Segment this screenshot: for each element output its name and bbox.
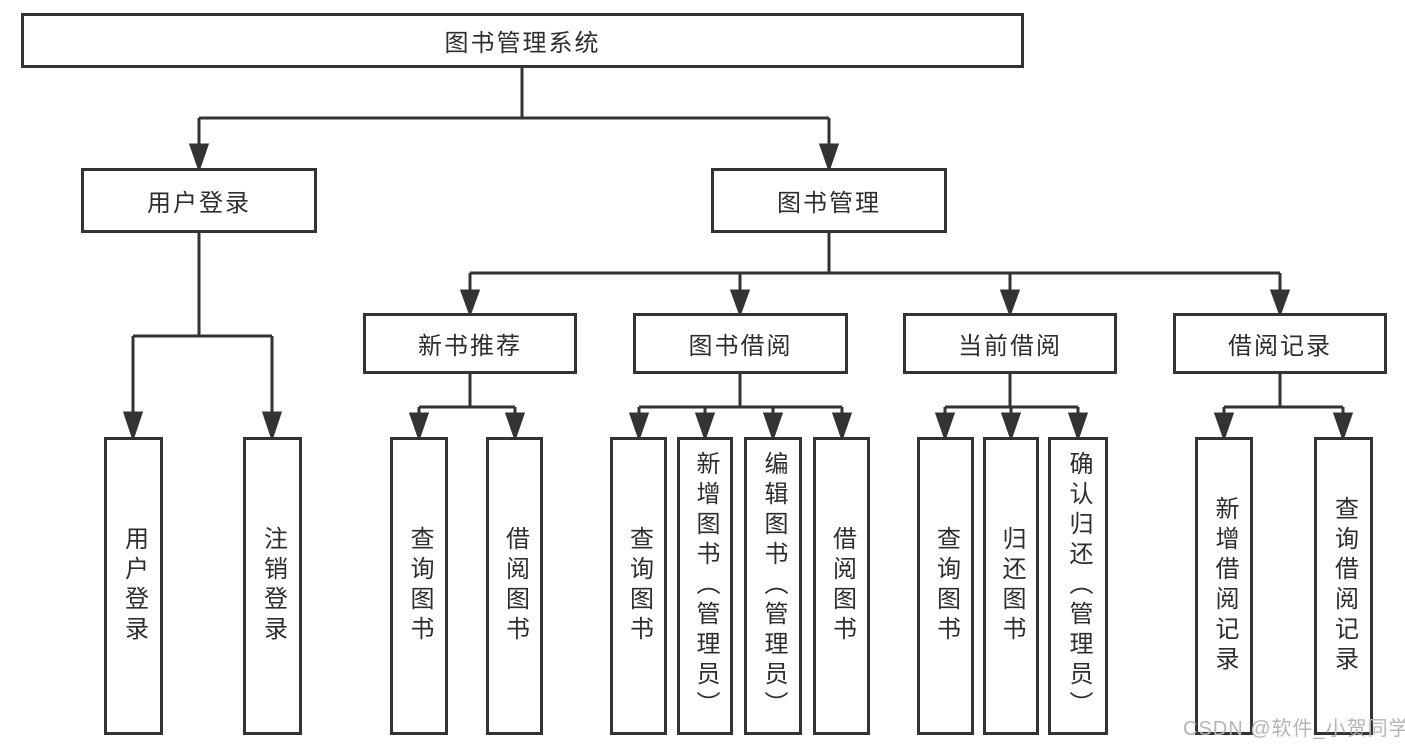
arrowhead-icon bbox=[818, 143, 840, 173]
edge-current-borrow-to-children bbox=[934, 374, 1089, 442]
leaf-user-login: 用户登录 bbox=[104, 437, 163, 735]
arrowhead-icon bbox=[694, 412, 716, 442]
node-current-borrowing: 当前借阅 bbox=[903, 313, 1117, 374]
node-root-system: 图书管理系统 bbox=[21, 13, 1024, 68]
arrowhead-icon bbox=[1213, 412, 1235, 442]
arrowhead-icon bbox=[408, 412, 430, 442]
leaf-bb-add-book-admin: 新增图书（管理员） bbox=[677, 437, 733, 735]
arrowhead-icon bbox=[729, 289, 751, 318]
edge-root-to-children bbox=[188, 68, 840, 173]
edge-book-borrow-to-children bbox=[628, 374, 853, 442]
arrowhead-icon bbox=[188, 143, 210, 173]
arrowhead-icon bbox=[1332, 412, 1354, 442]
arrowhead-icon bbox=[831, 412, 853, 442]
leaf-rec-borrow-book: 借阅图书 bbox=[486, 437, 543, 735]
arrowhead-icon bbox=[459, 289, 481, 318]
leaf-bb-borrow-book: 借阅图书 bbox=[813, 437, 870, 735]
arrowhead-icon bbox=[122, 411, 144, 442]
edge-book-mgmt-to-children bbox=[459, 233, 1291, 318]
node-borrowing-records: 借阅记录 bbox=[1173, 313, 1387, 374]
leaf-cb-return-book: 归还图书 bbox=[983, 437, 1039, 735]
arrowhead-icon bbox=[1269, 289, 1291, 318]
leaf-br-query-record: 查询借阅记录 bbox=[1314, 437, 1373, 735]
edge-borrow-record-to-children bbox=[1213, 374, 1354, 442]
arrowhead-icon bbox=[1000, 412, 1022, 442]
node-new-book-recommend: 新书推荐 bbox=[363, 313, 577, 374]
arrowhead-icon bbox=[762, 412, 784, 442]
leaf-rec-query-book: 查询图书 bbox=[390, 437, 448, 735]
arrowhead-icon bbox=[628, 412, 650, 442]
csdn-watermark: CSDN @软件_小贺同学 bbox=[1183, 718, 1405, 740]
leaf-logout: 注销登录 bbox=[243, 437, 302, 735]
leaf-br-add-record: 新增借阅记录 bbox=[1195, 437, 1253, 735]
leaf-cb-query-book: 查询图书 bbox=[917, 437, 974, 735]
edge-user-login-to-children bbox=[122, 233, 283, 442]
edge-new-book-rec-to-children bbox=[408, 374, 526, 442]
node-book-borrowing: 图书借阅 bbox=[633, 313, 848, 374]
arrowhead-icon bbox=[934, 412, 956, 442]
node-user-login: 用户登录 bbox=[81, 168, 317, 233]
leaf-bb-edit-book-admin: 编辑图书（管理员） bbox=[744, 437, 802, 735]
node-book-management: 图书管理 bbox=[711, 168, 947, 233]
arrowhead-icon bbox=[261, 411, 283, 442]
leaf-bb-query-book: 查询图书 bbox=[610, 437, 667, 735]
arrowhead-icon bbox=[504, 412, 526, 442]
leaf-cb-confirm-return-admin: 确认归还（管理员） bbox=[1048, 437, 1108, 735]
arrowhead-icon bbox=[999, 289, 1021, 318]
arrowhead-icon bbox=[1067, 412, 1089, 442]
